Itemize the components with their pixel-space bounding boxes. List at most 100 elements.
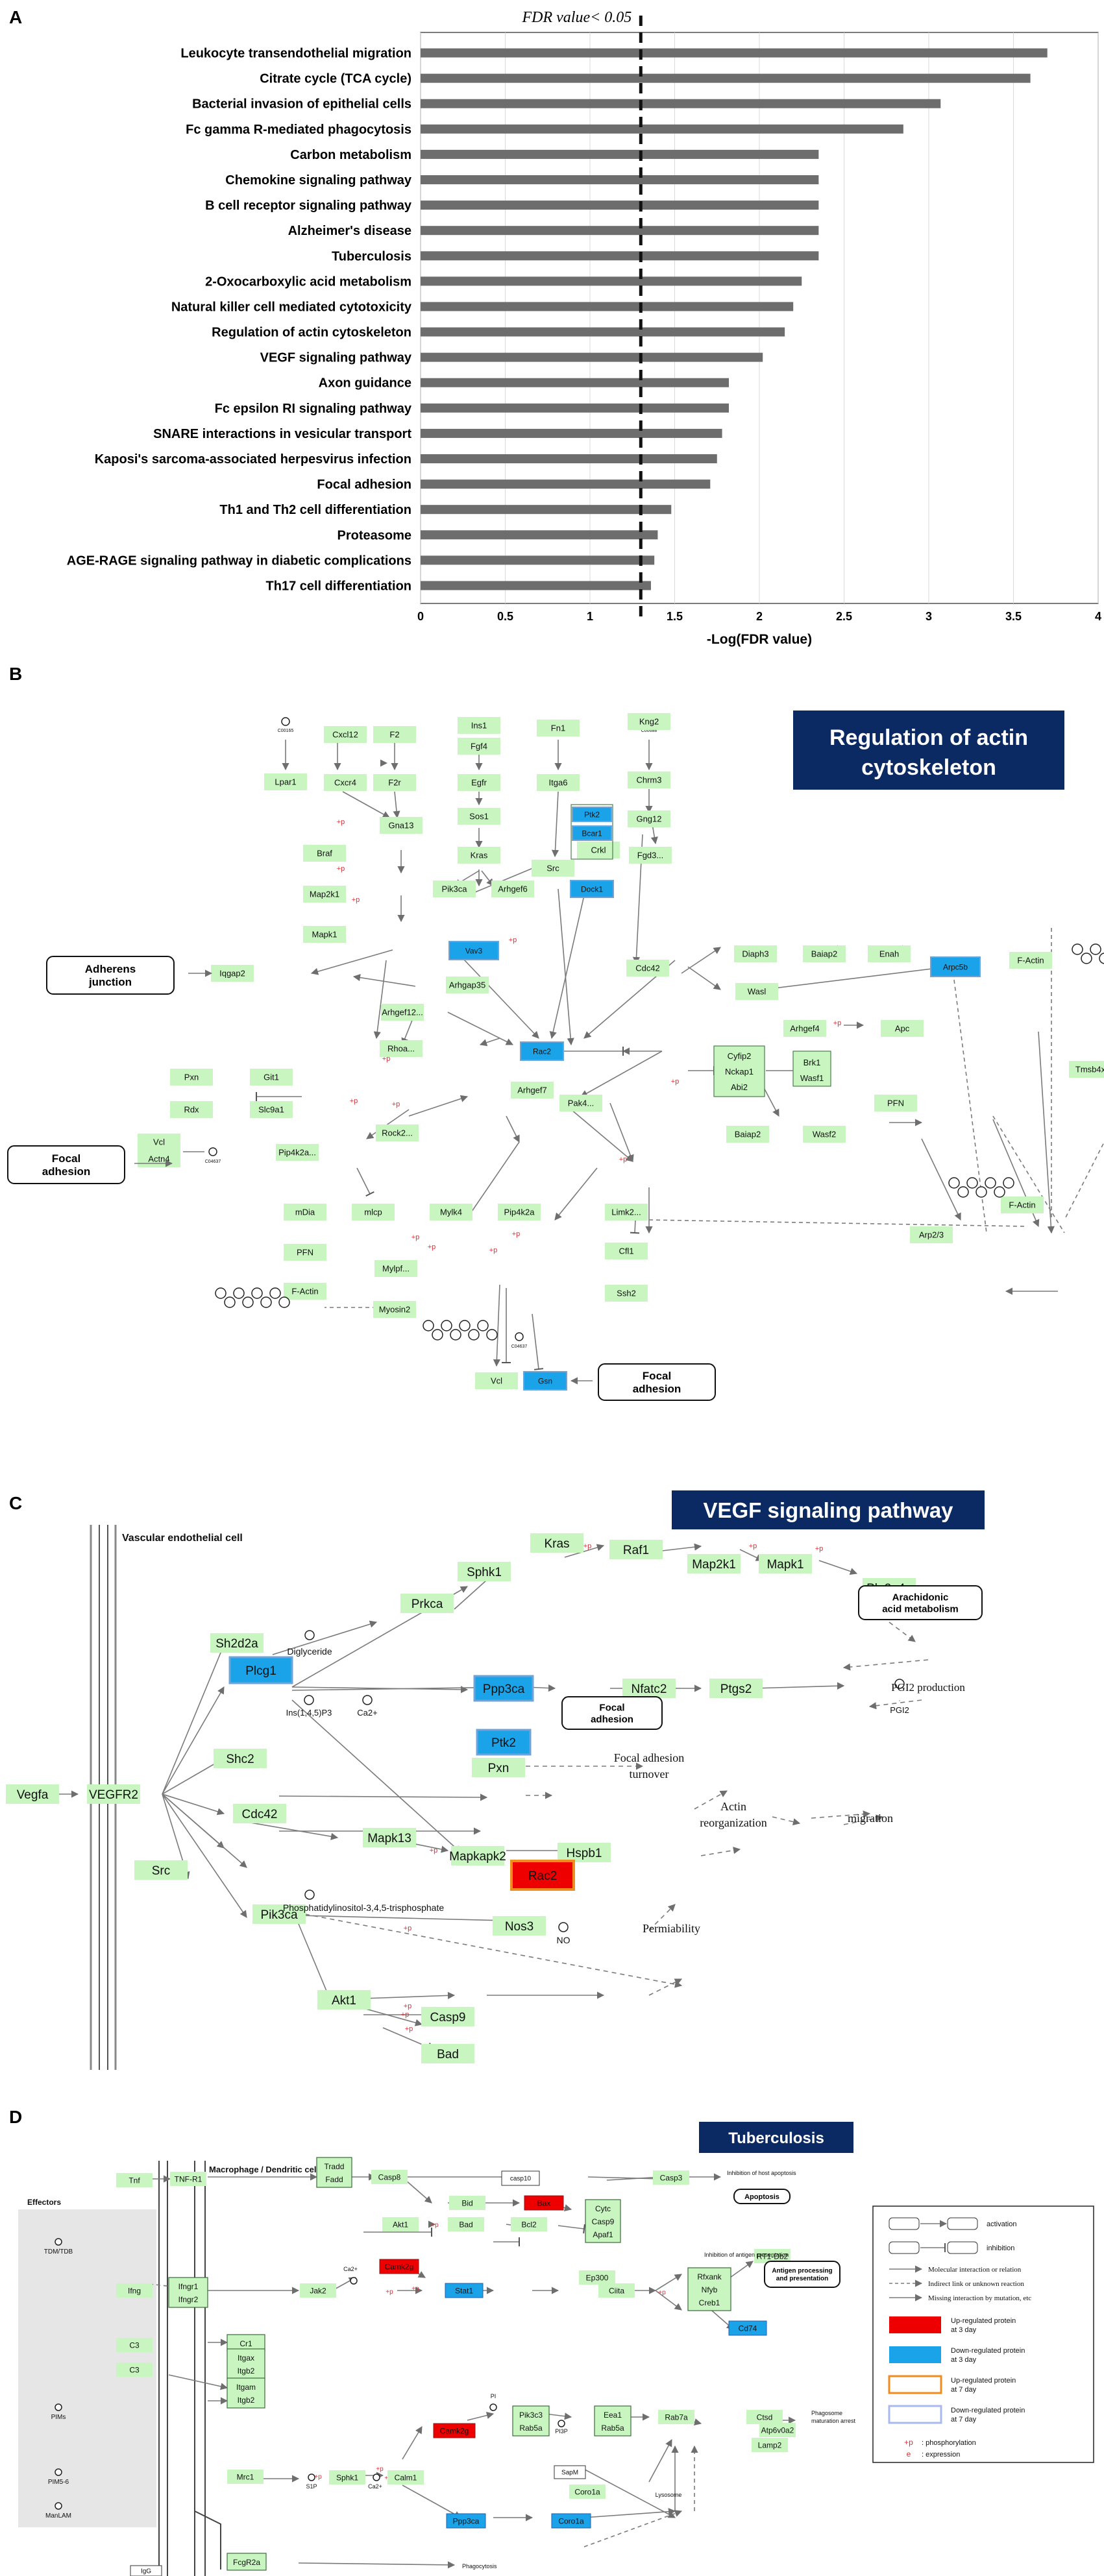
node-label: Ctsd: [757, 2412, 773, 2422]
edge-arrow: [681, 947, 721, 974]
phosphorylation-mark: +p: [376, 2466, 384, 2473]
compound-circle: [304, 1889, 315, 1900]
node-box: [228, 1656, 293, 1684]
compound-label: Ins(1,4,5)P3: [286, 1708, 332, 1718]
node-label: Pik3c3: [519, 2411, 543, 2420]
phosphorylation-mark: +p: [314, 2473, 322, 2481]
gene-node-vcl: Vcl: [138, 1134, 180, 1150]
inhibition-bar: [583, 2224, 585, 2234]
node-label: Tmsb4x: [1075, 1065, 1104, 1075]
node-label: RT1-Db2: [757, 2252, 789, 2261]
compound-circle: [373, 2473, 380, 2481]
node-box: [629, 847, 672, 864]
compound-label: PGI2: [890, 1705, 909, 1715]
phosphorylation-mark: +p: [431, 2222, 439, 2229]
pathway-title: VEGF signaling pathway: [703, 1498, 953, 1522]
node-box: [363, 1828, 416, 1847]
gene-node-ep300: Ep300: [579, 2270, 615, 2285]
category-label: Fc epsilon RI signaling pathway: [215, 402, 412, 416]
legend-label: Missing interaction by mutation, etc: [928, 2294, 1031, 2302]
node-box: [734, 945, 777, 962]
compound-circle: [208, 1147, 217, 1156]
gene-node-itga6: Itga6: [537, 774, 580, 791]
node-box: [653, 2170, 689, 2185]
edge-arrow: [291, 1686, 469, 1694]
node-label: Itgb2: [238, 2366, 255, 2376]
node-label: Bad: [437, 2048, 459, 2061]
pathway-title-box: [672, 1490, 985, 1529]
node-box: [227, 2470, 264, 2484]
gene-node-mapk1: Mapk1: [303, 926, 346, 943]
category-label: Chemokine signaling pathway: [225, 173, 412, 188]
compound-label: PI3P: [555, 2428, 568, 2435]
node-box: [628, 713, 670, 730]
node-box: [520, 1041, 564, 1061]
gene-node-sos1: Sos1: [458, 808, 500, 825]
node-label: Wasf2: [813, 1130, 836, 1139]
node-box: [324, 726, 367, 743]
actin-pathway-diagram: Regulation of actincytoskeleton+p+p+p+p+…: [7, 711, 1104, 1401]
node-label: Casp8: [378, 2172, 401, 2181]
category-label: AGE-RAGE signaling pathway in diabetic c…: [67, 553, 411, 568]
gene-node-factin2: F-Actin: [1001, 1197, 1044, 1213]
node-box: [446, 2513, 486, 2529]
gene-node-ptk2: Ptk2: [572, 807, 612, 822]
node-box: [759, 2423, 796, 2437]
gene-node-gng12: Gng12: [628, 810, 670, 827]
gene-node-map2k1: Map2k1: [687, 1554, 741, 1574]
category-label: SNARE interactions in vesicular transpor…: [153, 427, 411, 441]
node-label: Rab7a: [665, 2412, 688, 2422]
bar: [421, 175, 819, 184]
node-label: Vegfa: [17, 1788, 49, 1802]
node-label: VEGFR2: [89, 1788, 138, 1802]
node-label: Kras: [471, 851, 488, 860]
gene-node-ins1: Ins1: [458, 717, 500, 734]
gene-node-tnf: Tnf: [116, 2173, 153, 2187]
node-box: [433, 2423, 476, 2438]
actin-bead: [224, 1296, 236, 1308]
gene-node-git1: Git1: [250, 1069, 293, 1086]
legend-label: Down-regulated protein: [951, 2407, 1025, 2414]
edge-arrow: [342, 791, 390, 818]
compound-circle: [489, 2403, 497, 2411]
node-label: Vav3: [465, 946, 483, 955]
node-label: Rock2...: [382, 1128, 413, 1138]
compound-label: C00688: [641, 729, 657, 733]
compound-label: Ca2+: [357, 1708, 377, 1718]
compound-circle: [55, 2502, 62, 2510]
category-label: Leukocyte transendothelial migration: [180, 47, 411, 61]
node-label: Bcar1: [582, 829, 602, 838]
phosphorylation-mark: +p: [671, 1078, 680, 1086]
edge-arrow: [493, 1284, 500, 1367]
gene-node-lamp2: Lamp2: [752, 2438, 788, 2452]
legend-label: at 3 day: [951, 2356, 977, 2364]
node-box: [605, 1243, 648, 1259]
gene-node-tmsb4x: Tmsb4x: [1069, 1061, 1104, 1078]
gene-node-ciita: Ciita: [598, 2283, 635, 2298]
edge-arrow: [298, 1915, 508, 1925]
legend-node: [889, 2241, 920, 2254]
gene-node-vegfa: Vegfa: [6, 1784, 59, 1804]
node-label: Pxn: [488, 1762, 509, 1775]
node-box: [524, 2195, 564, 2211]
node-box: [746, 2410, 783, 2424]
reference-box-frame: [733, 2189, 791, 2204]
node-label: Vcl: [153, 1137, 165, 1147]
actin-bead: [215, 1287, 227, 1299]
node-box: [530, 1533, 583, 1553]
x-axis-label: -Log(FDR value): [707, 632, 812, 647]
node-box: [130, 2565, 162, 2576]
gene-node-arhgef6: Arhgef6: [491, 881, 534, 897]
gene-node-diaph3: Diaph3: [734, 945, 777, 962]
gene-node-camk2g-2: Camk2g: [433, 2423, 476, 2438]
bar: [421, 428, 722, 438]
phosphorylation-mark: +p: [405, 2025, 413, 2033]
gene-node-arhgap35: Arhgap35: [446, 977, 489, 993]
category-label: Citrate cycle (TCA cycle): [260, 72, 411, 86]
node-box: [491, 881, 534, 897]
edge-arrow: [752, 964, 949, 991]
edge-arrow: [479, 1038, 500, 1047]
phosphorylation-mark: +p: [430, 1847, 438, 1854]
edge-arrow: [655, 2290, 682, 2311]
